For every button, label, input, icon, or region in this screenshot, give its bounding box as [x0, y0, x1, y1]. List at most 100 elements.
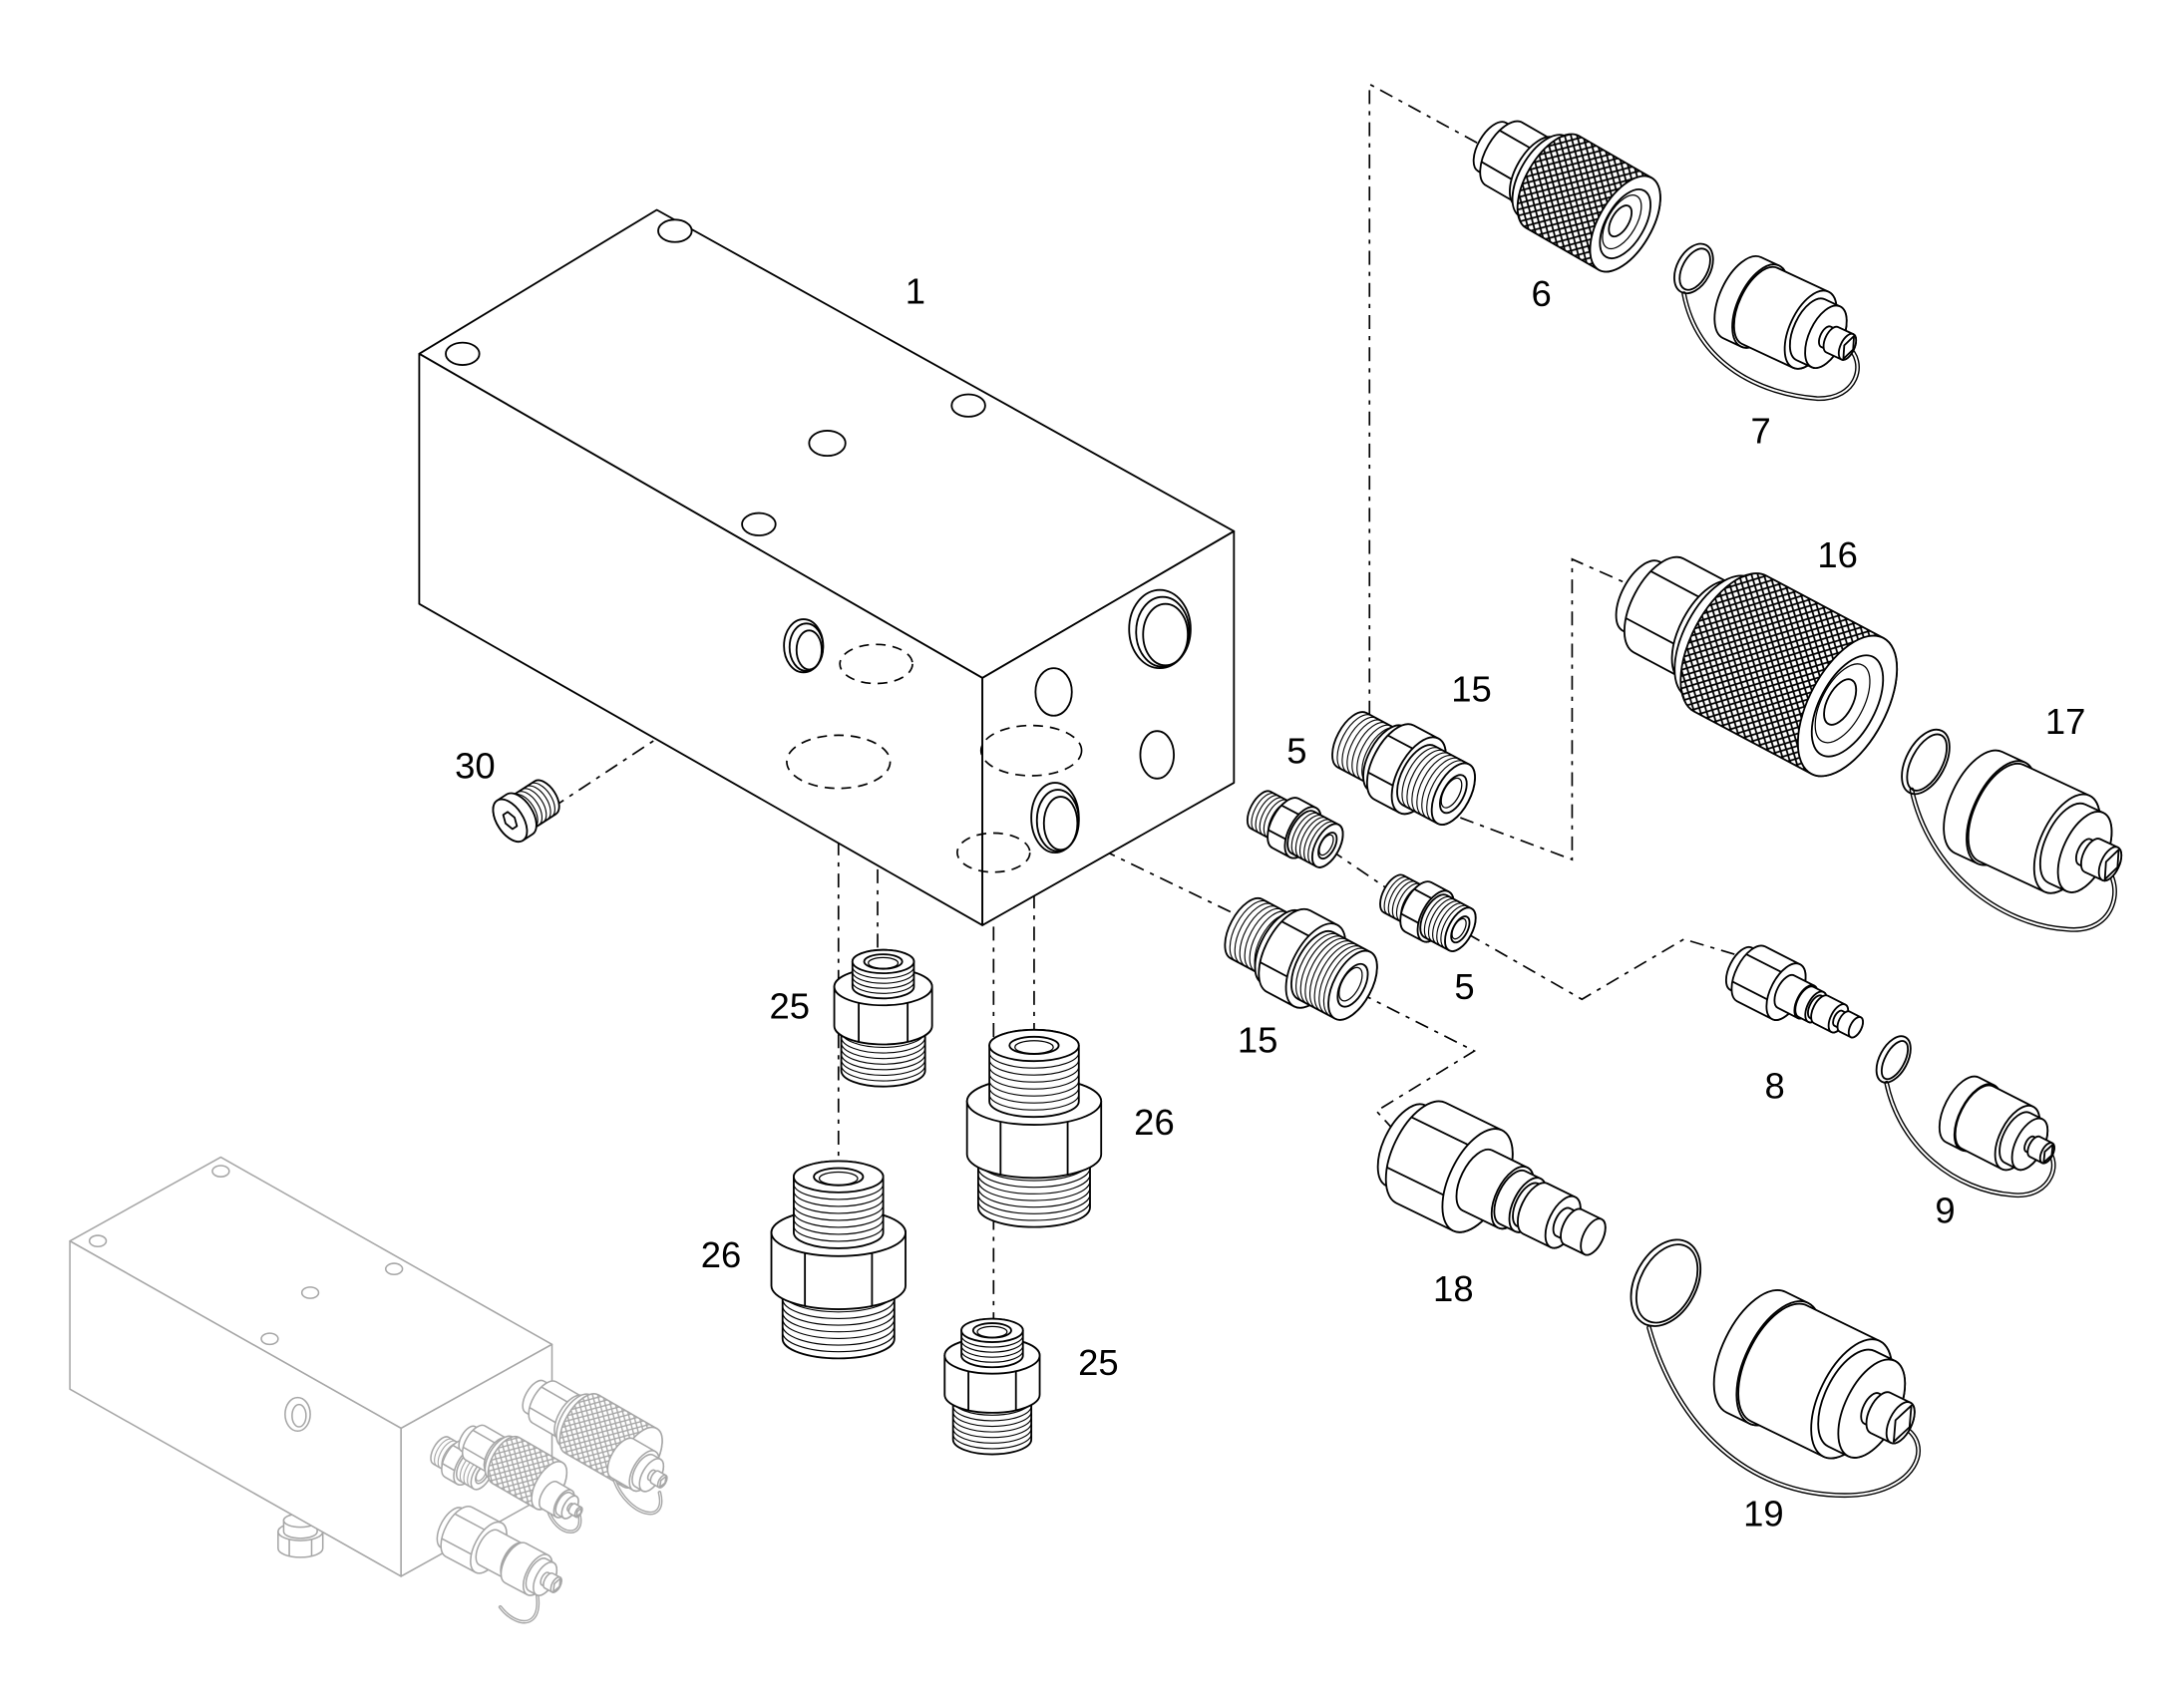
block-port: [1034, 667, 1073, 717]
part-25-adapter-lower-thread: [952, 1417, 1032, 1433]
inset-adapter-hex-edge: [442, 1463, 456, 1472]
part-1-block: [418, 208, 1236, 926]
part-26-adapter-right-thread: [988, 1052, 1080, 1069]
inset-adapter-thread: [434, 1438, 453, 1467]
part-26-adapter-right-thread: [977, 1181, 1091, 1201]
part-7-tether: [1681, 291, 1860, 402]
part-5-adapter-lower-thread: [1383, 876, 1408, 915]
part-26-adapter-left-thread: [793, 1218, 885, 1235]
part-17-tether: [1909, 787, 2117, 932]
part-5-adapter-upper-thread: [1290, 812, 1319, 856]
part-5-adapter-lower-thread: [1387, 878, 1412, 918]
part-16-female-coupling-hex-edge: [1649, 570, 1701, 599]
part-5-adapter-lower-thread: [1436, 902, 1464, 947]
part-26-adapter-left: [770, 1160, 907, 1360]
callout-15-upper: 15: [1451, 669, 1492, 710]
part-5-adapter-upper-hex-edge: [1268, 829, 1286, 841]
leader-15-16: [1460, 557, 1635, 861]
inset-female-coupling-large-hex-edge: [541, 1386, 569, 1404]
part-25-adapter-lower-thread: [960, 1340, 1024, 1353]
part-5-adapter-lower-thread: [1395, 882, 1421, 922]
part-26-adapter-left-thread: [782, 1332, 896, 1353]
part-25-adapter-upper-thread: [852, 981, 914, 994]
part-7-dust-cap-tab: [1842, 335, 1856, 360]
part-15-adapter-lower-thread: [1234, 902, 1272, 965]
part-25-adapter-upper: [833, 948, 933, 1088]
part-15-adapter-upper-hex-edge: [1367, 771, 1394, 787]
part-25-adapter-lower-thread: [952, 1411, 1032, 1428]
part-15-adapter-upper-thread: [1341, 716, 1377, 774]
part-15-adapter-upper-thread: [1336, 714, 1372, 771]
part-5-adapter-upper-thread: [1259, 797, 1283, 837]
inset-block-port-bore: [291, 1403, 307, 1428]
part-5-adapter-lower-thread: [1423, 895, 1452, 940]
part-26-adapter-left-thread: [793, 1225, 885, 1242]
callout-labels: 1 6 7 16 15 17 5 30 5 25 15 8 26 9 26 18…: [455, 270, 2085, 1534]
part-5-adapter-lower-thread: [1427, 898, 1456, 942]
part-5-adapter-upper-thread: [1307, 821, 1335, 865]
part-5-adapter-upper-thread: [1298, 817, 1327, 861]
callout-18: 18: [1433, 1268, 1474, 1309]
part-30-plug-thread: [517, 791, 544, 827]
part-26-adapter-right-thread: [988, 1094, 1080, 1111]
part-7-o-ring: [1673, 242, 1714, 295]
part-18-male-coupling-hex-edge: [1386, 1167, 1444, 1196]
callout-15-lower: 15: [1238, 1019, 1278, 1060]
assembled-view-thumbnail: [69, 1156, 668, 1624]
part-25-adapter-lower-thread: [952, 1405, 1032, 1422]
part-30-plug: [492, 779, 560, 843]
part-16-female-coupling-bore-edge: [1814, 663, 1871, 744]
part-15-adapter-lower-bore: [1336, 962, 1369, 1008]
part-26-adapter-right-thread: [988, 1080, 1080, 1097]
part-26-adapter-right-thread: [988, 1087, 1080, 1104]
part-26-adapter-left-bore-edge: [818, 1171, 859, 1187]
part-5-adapter-lower: [1379, 873, 1477, 952]
part-26-adapter-left-thread: [782, 1325, 896, 1346]
block-hidden-port: [786, 734, 892, 790]
part-25-adapter-upper-thread: [852, 976, 914, 989]
part-5-adapter-lower-thread: [1440, 904, 1468, 949]
part-15-adapter-upper-thread: [1401, 747, 1440, 809]
exploded-parts: [492, 120, 2123, 1499]
part-26-adapter-right-bore-edge: [1014, 1040, 1054, 1055]
part-9-dust-cap: [1938, 1075, 2055, 1172]
part-15-adapter-lower-thread: [1322, 947, 1366, 1017]
part-8-male-coupling-hex-edge: [1731, 980, 1768, 1001]
block-top-hole: [657, 218, 693, 243]
part-5-adapter-upper-thread: [1294, 815, 1323, 858]
part-16-female-coupling-hex-edge: [1625, 617, 1676, 646]
part-26-adapter-right-thread: [988, 1059, 1080, 1076]
inset-adapter-thread: [437, 1440, 457, 1469]
part-5-adapter-lower-hex-edge: [1413, 887, 1432, 899]
leader-6-15: [1368, 82, 1478, 734]
part-8-male-coupling-face: [1847, 1016, 1864, 1039]
part-25-adapter-lower-bore-edge: [976, 1325, 1008, 1338]
inset-male-coupling-hex-edge: [441, 1537, 472, 1555]
part-25-adapter-lower-thread: [952, 1433, 1032, 1450]
callout-8: 8: [1764, 1066, 1784, 1107]
part-17-dust-cap: [1943, 749, 2123, 894]
part-26-adapter-right-thread: [988, 1073, 1080, 1090]
part-25-adapter-upper-thread: [841, 1042, 926, 1060]
inset-block-hole: [211, 1165, 230, 1178]
part-26-adapter-left-thread: [793, 1211, 885, 1228]
part-9-o-ring: [1875, 1035, 1912, 1084]
part-25-adapter-lower-thread: [960, 1350, 1024, 1363]
block-threaded-port: [1128, 588, 1192, 670]
part-25-adapter-upper-bore: [863, 953, 904, 970]
part-15-adapter-lower-thread: [1313, 942, 1357, 1012]
inset-dust-cap: [539, 1481, 583, 1520]
part-8-male-coupling-hex-edge: [1745, 953, 1782, 973]
part-8-male-coupling: [1724, 944, 1864, 1039]
part-9-dust-cap-tab: [2042, 1143, 2054, 1164]
part-30-plug-thread: [526, 785, 551, 821]
part-25-adapter-upper-thread: [852, 966, 914, 979]
block-port: [1139, 730, 1175, 780]
part-18-male-coupling: [1376, 1100, 1607, 1256]
part-5-adapter-upper-thread: [1303, 819, 1331, 863]
part-15-adapter-lower-hex-edge: [1260, 961, 1288, 978]
part-15-adapter-lower-thread: [1304, 937, 1348, 1007]
part-19-tether: [1646, 1325, 1921, 1499]
inset-block-hole: [300, 1286, 320, 1299]
part-26-adapter-left-thread: [793, 1204, 885, 1221]
